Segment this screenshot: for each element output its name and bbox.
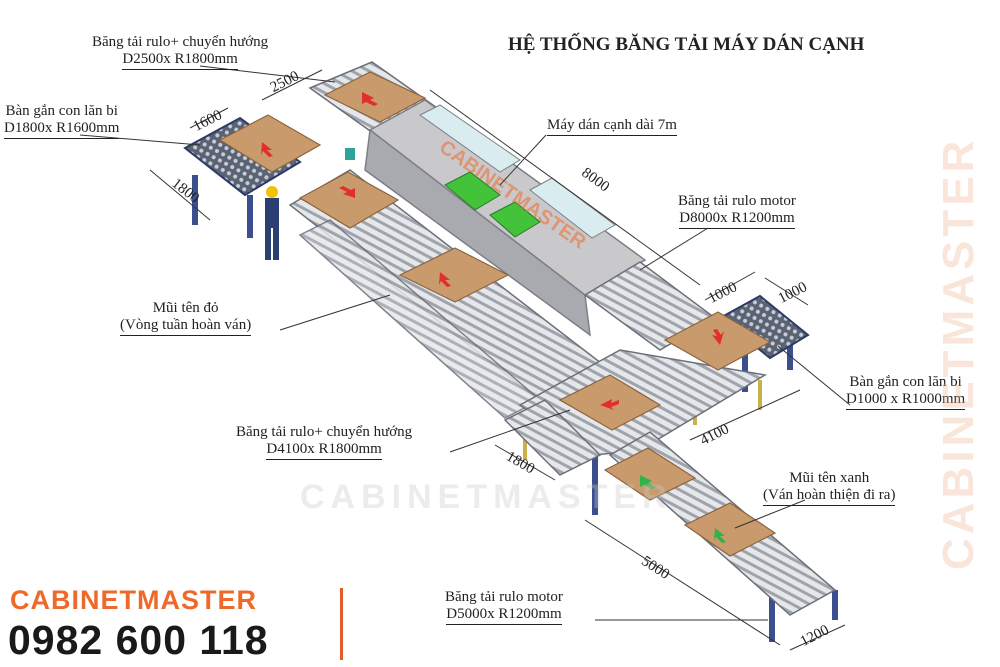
label-motor-conveyor-top-line2: D8000x R1200mm <box>679 210 795 229</box>
red-arrow-icon <box>339 186 355 198</box>
board-on-return <box>298 171 400 229</box>
green-arrow-icon <box>640 475 656 489</box>
conveyor-mid-roller-2 <box>503 399 602 476</box>
diagram-title: HỆ THỐNG BĂNG TẢI MÁY DÁN CẠNH <box>508 34 865 55</box>
label-ball-table-left: Bàn gắn con lăn bi D1800x R1600mm <box>4 103 120 139</box>
label-ball-table-left-line1: Bàn gắn con lăn bi <box>5 103 118 119</box>
board-mid-return <box>398 247 510 303</box>
board-top <box>323 71 427 123</box>
red-arrow-icon <box>439 272 451 287</box>
board-out-2 <box>683 502 777 557</box>
board-left <box>218 114 322 173</box>
brand-name: CABINETMASTER <box>10 585 257 615</box>
green-arrow-icon <box>714 528 726 543</box>
label-red-arrow: Mũi tên đỏ (Vòng tuần hoàn ván) <box>120 300 252 336</box>
label-ball-table-right-line1: Bàn gắn con lăn bi <box>849 374 962 390</box>
label-conveyor-mid-line1: Băng tải rulo+ chuyển hướng <box>236 424 413 440</box>
center-watermark: CABINETMASTER <box>300 478 673 516</box>
board-out-1 <box>603 447 697 501</box>
label-conveyor-mid-line2: D4100x R1800mm <box>266 441 382 460</box>
label-red-arrow-line2: (Vòng tuần hoàn ván) <box>120 317 252 336</box>
label-conveyor-mid: Băng tải rulo+ chuyển hướng D4100x R1800… <box>236 424 412 460</box>
label-red-arrow-line1: Mũi tên đỏ <box>152 300 219 316</box>
leader-lines <box>79 65 851 621</box>
label-conveyor-top: Băng tải rulo+ chuyển hướng D2500x R1800… <box>92 34 268 70</box>
label-green-arrow-line2: (Ván hoàn thiện đi ra) <box>763 487 896 506</box>
label-green-arrow-line1: Mũi tên xanh <box>789 470 870 486</box>
label-machine: Máy dán cạnh dài 7m <box>547 117 677 136</box>
ball-table-left <box>183 116 302 197</box>
label-machine-line1: Máy dán cạnh dài 7m <box>547 117 677 136</box>
label-motor-conveyor-bottom: Băng tải rulo motor D5000x R1200mm <box>445 589 563 625</box>
label-green-arrow: Mũi tên xanh (Ván hoàn thiện đi ra) <box>763 470 896 506</box>
phone-number: 0982 600 118 <box>8 617 269 663</box>
label-ball-table-right-line2: D1000 x R1000mm <box>846 391 966 410</box>
red-arrow-icon <box>362 92 378 106</box>
vertical-brand-text: CABINETMASTER <box>934 137 983 570</box>
vertical-brand-watermark: CABINETMASTER <box>934 137 983 570</box>
worker-figure <box>265 186 279 260</box>
red-arrows <box>261 92 724 410</box>
dimension-lines <box>149 69 846 651</box>
red-arrow-icon <box>261 142 273 157</box>
label-ball-table-right: Bàn gắn con lăn bi D1000 x R1000mm <box>846 374 966 410</box>
label-motor-conveyor-top-line1: Băng tải rulo motor <box>678 193 796 209</box>
label-motor-conveyor-top: Băng tải rulo motor D8000x R1200mm <box>678 193 796 229</box>
red-arrow-icon <box>600 399 619 410</box>
brand-divider <box>340 588 343 660</box>
label-conveyor-top-line2: D2500x R1800mm <box>122 51 238 70</box>
red-arrow-icon <box>712 329 724 345</box>
label-motor-conveyor-bottom-line1: Băng tải rulo motor <box>445 589 563 605</box>
green-arrows <box>640 475 726 543</box>
label-motor-conveyor-bottom-line2: D5000x R1200mm <box>446 606 562 625</box>
label-ball-table-left-line2: D1800x R1600mm <box>4 120 120 139</box>
label-conveyor-top-line1: Băng tải rulo+ chuyển hướng <box>92 34 269 50</box>
